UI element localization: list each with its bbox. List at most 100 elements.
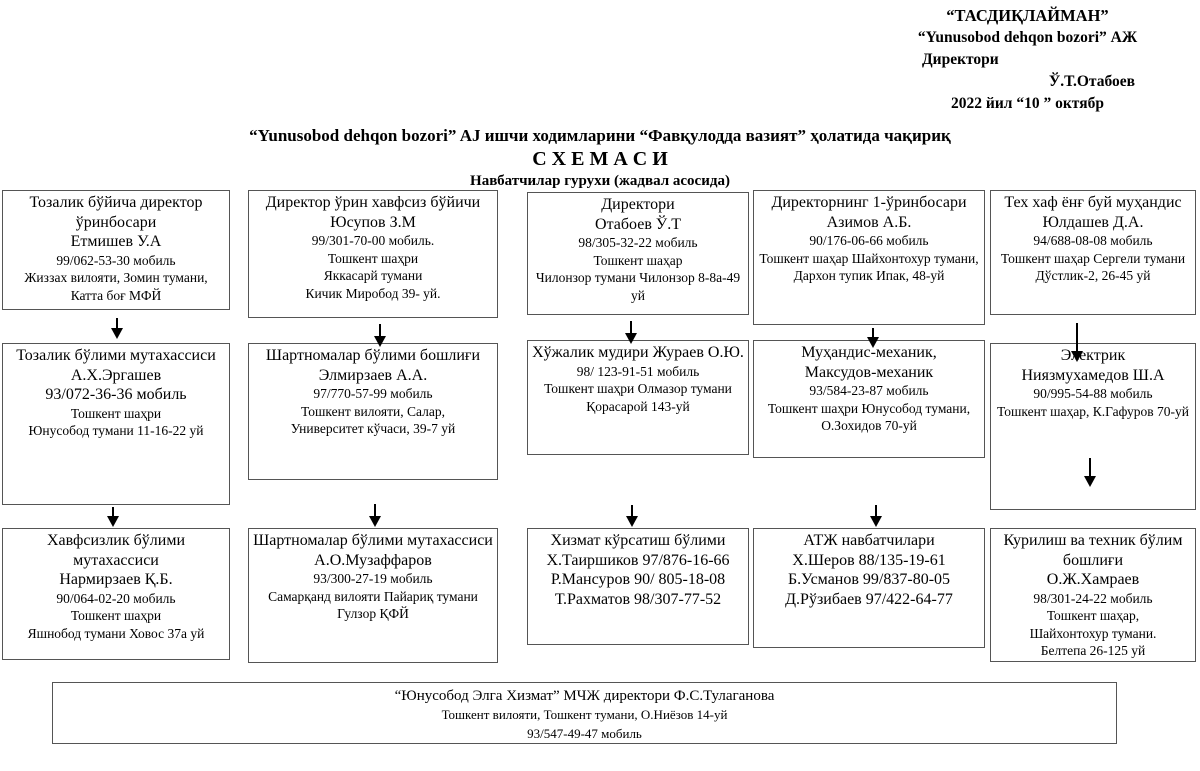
org-box-address: Тошкент шаҳри Олмазор тумани Қорасарой 1… [544,381,732,414]
org-box-phone: 90/064-02-20 мобиль [56,590,176,606]
org-box-phone: 90/176-06-66 мобиль [809,233,929,249]
approval-signature: Ў.Т.Отабоев [1048,73,1135,91]
org-box-person-phone: Б.Усманов 99/837-80-05 [787,571,951,589]
org-box-r3c3: Хизмат кўрсатиш бўлими Х.Таиршиков 97/87… [527,528,749,645]
org-box-title: Тозалик бўйича директор ўринбосари [29,194,203,231]
org-box-address: Яккасарй тумани [323,268,423,284]
org-box-r2c5: Электрик Ниязмухамедов Ш.А 90/995-54-88 … [990,343,1196,510]
org-box-title: Тех хаф ёнғ буй муҳандис [1004,194,1182,211]
org-box-title: Хавфсизлик бўлими мутахассиси [46,532,186,569]
org-box-r3c1: Хавфсизлик бўлими мутахассиси Нармирзаев… [2,528,230,660]
approval-line: “ТАСДИҚЛАЙМАН” [946,6,1109,25]
org-box-address: Тошкент шаҳри Юнусобод тумани, О.Зохидов… [767,400,971,434]
org-box-r1c3: Директори Отабоев Ў.Т 98/305-32-22 мобил… [527,192,749,315]
footer-title: “Юнусобод Элга Хизмат” МЧЖ директори Ф.С… [394,688,775,704]
org-box-title: Хўжалик мудири Жураев О.Ю. [532,344,744,361]
org-box-address: Тошкент шаҳар, [1046,608,1140,624]
org-box-phone: 93/072-36-36 мобиль [45,386,187,404]
org-box-r3c2: Шартномалар бўлими мутахассиси А.О.Музаф… [248,528,498,663]
org-box-name: А.О.Музаффаров [314,551,432,569]
org-box-person-phone: Т.Рахматов 98/307-77-52 [554,590,722,608]
org-box-phone: 98/301-24-22 мобиль [1033,590,1153,606]
org-box-name: Юлдашев Д.А. [1042,213,1144,231]
org-box-title: АТЖ навбатчилари [803,532,935,549]
org-box-address: Яшнобод тумани Ховос 37а уй [27,625,205,641]
org-box-phone: 90/995-54-88 мобиль [1033,386,1153,402]
org-box-address: Тошкент шаҳри [70,405,162,421]
org-box-title: Шартномалар бўлими бошлиғи [265,347,481,364]
org-box-phone: 98/ 123-91-51 мобиль [576,363,700,379]
org-box-address: Тошкент шаҳар Сергели тумани Дўстлик-2, … [1000,250,1186,284]
org-box-phone: 98/305-32-22 мобиль [578,235,698,251]
arrow-down-icon [875,505,877,516]
org-box-r2c3: Хўжалик мудири Жураев О.Ю. 98/ 123-91-51… [527,340,749,455]
org-box-address: Белтепа 26-125 уй [1040,643,1146,659]
org-box-phone: 99/062-53-30 мобиль [56,252,176,268]
org-box-address: Самарқанд вилояти Пайариқ тумани [268,588,478,604]
org-box-title: Курилиш ва техник бўлим бошлиғи [1003,532,1183,569]
org-box-address: Университет кўчаси, 39-7 уй [290,421,456,437]
org-box-title: Директорнинг 1-ўринбосари [771,194,967,211]
org-box-phone: 97/770-57-99 мобиль [313,386,433,402]
footer-address: Тошкент вилояти, Тошкент тумани, О.Ниёзо… [441,707,728,723]
arrow-down-icon [1076,323,1078,351]
org-box-r3c5: Курилиш ва техник бўлим бошлиғи О.Ж.Хамр… [990,528,1196,662]
org-box-r2c1: Тозалик бўлими мутахассиси А.Х.Эргашев 9… [2,343,230,505]
org-box-title: Шартномалар бўлими мутахассиси [253,532,493,549]
title-line: “Yunusobod dehqon bozori” AJ ишчи ходимл… [249,126,951,145]
approval-block: “ТАСДИҚЛАЙМАН” “Yunusobod dehqon bozori”… [880,4,1175,115]
org-box-address: Тошкент шаҳри [327,250,419,266]
org-box-r1c2: Директор ўрин хавфсиз бўйичи Юсупов З.М … [248,190,498,318]
org-box-title: Электрик [1060,347,1126,364]
arrow-down-icon [1089,458,1091,476]
org-box-r1c5: Тех хаф ёнғ буй муҳандис Юлдашев Д.А. 94… [990,190,1196,315]
org-box-address: Тошкент шаҳри [70,608,162,624]
org-box-address: Катта боғ МФЙ [70,287,162,303]
org-box-person-phone: Х.Таиршиков 97/876-16-66 [546,551,730,569]
title-scheme: С Х Е М А С И [532,148,668,170]
org-box-name: Элмирзаев А.А. [318,366,428,384]
org-box-r3c4: АТЖ навбатчилари Х.Шеров 88/135-19-61 Б.… [753,528,985,648]
arrow-down-icon [116,318,118,328]
org-box-phone: 94/688-08-08 мобиль [1033,233,1153,249]
org-box-address: Тошкент вилояти, Салар, [301,403,445,419]
org-box-phone: 93/584-23-87 мобиль [809,383,929,399]
org-box-phone: 93/300-27-19 мобиль [313,571,433,587]
org-box-person-phone: Д.Рўзибаев 97/422-64-77 [785,590,953,608]
org-box-name: Максудов-механик [804,363,934,381]
org-box-address: Тошкент шаҳар [593,252,683,268]
title-subtitle: Навбатчилар гурухи (жадвал асосида) [470,173,730,189]
org-box-title: Хизмат кўрсатиш бўлими [550,532,726,549]
arrow-down-icon [112,507,114,516]
page-title: “Yunusobod dehqon bozori” AJ ишчи ходимл… [0,126,1200,190]
org-box-title: Муҳандис-механик, [801,344,937,361]
org-box-address: Тошкент шаҳар, К.Гафуров 70-уй [997,403,1189,419]
org-box-r1c1: Тозалик бўйича директор ўринбосари Етмиш… [2,190,230,310]
org-box-title: Директор ўрин хавфсиз бўйичи [265,194,481,211]
org-box-address: Гулзор ҚФЙ [337,606,409,622]
org-box-r2c4: Муҳандис-механик, Максудов-механик 93/58… [753,340,985,458]
org-box-name: Ниязмухамедов Ш.А [1021,366,1165,384]
org-box-address: Шайхонтохур тумани. [1029,625,1157,641]
org-box-name: О.Ж.Хамраев [1046,571,1140,589]
org-box-address: Юнусобод тумани 11-16-22 уй [28,423,204,439]
org-box-address: Кичик Миробод 39- уй. [305,285,441,301]
org-box-address: Чилонзор тумани Чилонзор 8-8а-49 уй [535,270,741,303]
org-box-person-phone: Х.Шеров 88/135-19-61 [792,551,946,569]
org-box-name: Азимов А.Б. [826,213,912,231]
arrow-down-icon [374,504,376,516]
org-box-name: Етмишев У.А [70,233,162,251]
org-box-name: Нармирзаев Қ.Б. [59,571,173,589]
arrow-down-icon [630,321,632,333]
org-box-r1c4: Директорнинг 1-ўринбосари Азимов А.Б. 90… [753,190,985,325]
org-box-name: А.Х.Эргашев [70,366,162,384]
org-box-name: Юсупов З.М [330,213,416,231]
org-box-address: Тошкент шаҳар Шайхонтохур тумани, Дархон… [759,250,979,284]
org-box-address: Жиззах вилояти, Зомин тумани, [24,270,208,286]
arrow-down-icon [379,324,381,336]
org-box-title: Директори [601,196,675,213]
approval-line: “Yunusobod dehqon bozori” АЖ [917,29,1138,47]
arrow-down-icon [872,328,874,337]
org-box-title: Тозалик бўлими мутахассиси [16,347,216,364]
